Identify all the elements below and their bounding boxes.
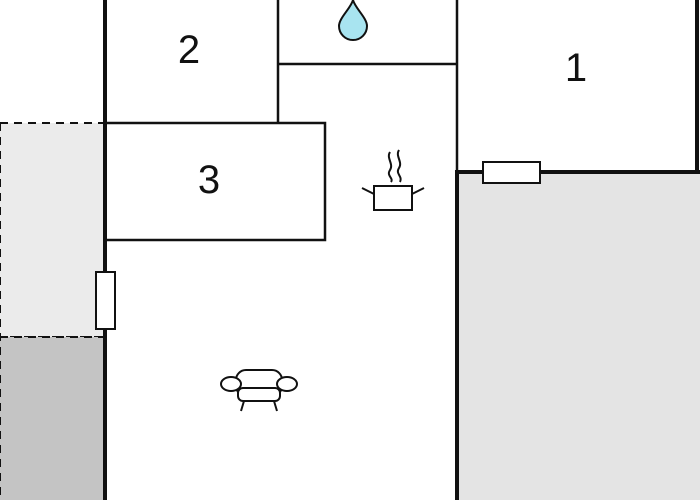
left-storage-area <box>0 336 106 500</box>
window-west <box>95 271 116 330</box>
window-terrace <box>482 161 541 184</box>
water-drop-icon <box>337 0 369 41</box>
left-outdoor-area <box>0 122 106 338</box>
right-terrace-area <box>457 172 700 500</box>
room-1-label: 1 <box>565 46 587 90</box>
room-2-label: 2 <box>178 28 200 72</box>
room-3-label: 3 <box>198 158 220 202</box>
armchair-icon <box>220 369 298 412</box>
cooking-pot-icon <box>361 149 425 211</box>
room-3-walls <box>103 121 327 242</box>
